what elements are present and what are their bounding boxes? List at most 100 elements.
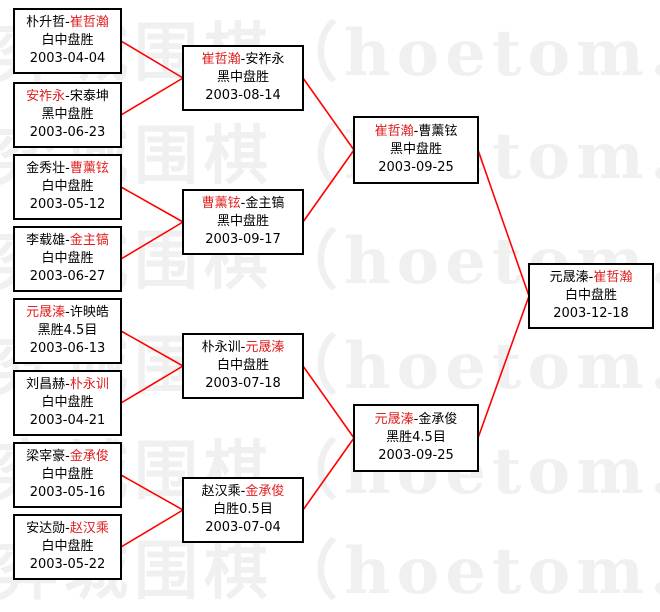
player-1-name[interactable]: 元晟溱 xyxy=(549,270,589,285)
player-1-name[interactable]: 崔哲瀚 xyxy=(374,124,414,139)
player-2-name[interactable]: 金承俊 xyxy=(69,449,109,464)
match-players: 朴永训-元晟溱 xyxy=(202,339,285,357)
player-2-name[interactable]: 赵汉乘 xyxy=(69,521,109,536)
player-1-name[interactable]: 安祚永 xyxy=(26,89,66,104)
vs-separator: - xyxy=(65,15,70,30)
match-result: 黑中盘胜 xyxy=(216,70,269,85)
match-result: 白中盘胜 xyxy=(41,251,94,266)
match-players: 朴升哲-崔哲瀚 xyxy=(26,14,109,32)
match-date: 2003-09-25 xyxy=(378,160,454,175)
player-1-name[interactable]: 朴升哲 xyxy=(26,15,66,30)
match-result: 白中盘胜 xyxy=(41,33,94,48)
player-1-name[interactable]: 曹薰铉 xyxy=(201,196,241,211)
match-result: 白中盘胜 xyxy=(41,395,94,410)
player-1-name[interactable]: 赵汉乘 xyxy=(201,484,241,499)
match-date: 2003-06-23 xyxy=(29,125,106,140)
player-2-name[interactable]: 宋泰坤 xyxy=(69,89,109,104)
bracket-connector xyxy=(120,474,184,511)
player-1-name[interactable]: 朴永训 xyxy=(201,340,241,355)
match-players: 崔哲瀚-安祚永 xyxy=(202,51,285,69)
match-result: 黑胜4.5目 xyxy=(37,323,98,338)
match-box-r1m5: 元晟溱-许映皓黑胜4.5目 2003-06-13 xyxy=(13,298,122,364)
vs-separator: - xyxy=(65,89,70,104)
bracket-connector xyxy=(477,149,530,297)
bracket-connector xyxy=(120,77,184,116)
match-result: 白中盘胜 xyxy=(41,467,94,482)
bracket-connector xyxy=(120,365,184,404)
player-2-name[interactable]: 朴永训 xyxy=(69,377,109,392)
vs-separator: - xyxy=(65,161,70,176)
vs-separator: - xyxy=(240,52,246,67)
player-2-name[interactable]: 金承俊 xyxy=(245,484,285,499)
player-2-name[interactable]: 崔哲瀚 xyxy=(69,15,109,30)
player-1-name[interactable]: 元晟溱 xyxy=(374,412,414,427)
match-result: 黑胜4.5目 xyxy=(386,430,446,445)
match-date: 2003-07-04 xyxy=(205,520,281,535)
player-1-name[interactable]: 梁宰豪 xyxy=(26,449,66,464)
bracket-connector xyxy=(302,77,355,151)
vs-separator: - xyxy=(413,124,419,139)
match-players: 金秀壮-曹薰铉 xyxy=(26,160,109,178)
vs-separator: - xyxy=(65,305,70,320)
match-box-r1m4: 李载雄-金主镐白中盘胜 2003-06-27 xyxy=(13,226,122,292)
match-date: 2003-09-17 xyxy=(205,232,281,247)
match-date: 2003-07-18 xyxy=(205,376,281,391)
bracket-connector xyxy=(302,365,355,439)
match-date: 2003-04-04 xyxy=(29,51,106,66)
player-2-name[interactable]: 金承俊 xyxy=(418,412,458,427)
match-players: 崔哲瀚-曹薰铉 xyxy=(375,123,458,141)
bracket-connector xyxy=(120,330,184,367)
player-2-name[interactable]: 安祚永 xyxy=(245,52,285,67)
match-date: 2003-05-12 xyxy=(29,197,106,212)
match-result: 黑中盘胜 xyxy=(389,142,442,157)
player-1-name[interactable]: 安达勋 xyxy=(26,521,66,536)
match-date: 2003-04-21 xyxy=(29,413,106,428)
player-2-name[interactable]: 崔哲瀚 xyxy=(593,270,633,285)
match-players: 赵汉乘-金承俊 xyxy=(202,483,285,501)
bracket-connector xyxy=(120,509,184,548)
player-2-name[interactable]: 元晟溱 xyxy=(245,340,285,355)
player-2-name[interactable]: 许映皓 xyxy=(69,305,109,320)
match-players: 元晟溱-崔哲瀚 xyxy=(550,269,633,287)
bracket-connector xyxy=(477,295,530,439)
vs-separator: - xyxy=(65,449,70,464)
match-result: 白胜0.5目 xyxy=(213,502,273,517)
match-date: 2003-09-25 xyxy=(378,448,454,463)
match-date: 2003-06-27 xyxy=(29,269,106,284)
match-result: 白中盘胜 xyxy=(41,179,94,194)
match-date: 2003-08-14 xyxy=(205,88,281,103)
bracket-connector xyxy=(302,149,355,223)
match-players: 曹薰铉-金主镐 xyxy=(202,195,285,213)
player-1-name[interactable]: 李载雄 xyxy=(26,233,66,248)
match-date: 2003-05-16 xyxy=(29,485,106,500)
player-2-name[interactable]: 金主镐 xyxy=(69,233,109,248)
match-date: 2003-06-13 xyxy=(29,341,106,356)
player-1-name[interactable]: 崔哲瀚 xyxy=(201,52,241,67)
vs-separator: - xyxy=(240,484,246,499)
match-result: 白中盘胜 xyxy=(41,539,94,554)
match-result: 黑中盘胜 xyxy=(216,214,269,229)
match-date: 2003-12-18 xyxy=(553,306,629,321)
player-1-name[interactable]: 元晟溱 xyxy=(26,305,66,320)
player-2-name[interactable]: 曹薰铉 xyxy=(418,124,458,139)
match-players: 刘昌赫-朴永训 xyxy=(26,376,109,394)
vs-separator: - xyxy=(65,377,70,392)
match-players: 元晟溱-金承俊 xyxy=(375,411,458,429)
player-1-name[interactable]: 刘昌赫 xyxy=(26,377,66,392)
match-players: 李载雄-金主镐 xyxy=(26,232,109,250)
match-players: 安达勋-赵汉乘 xyxy=(26,520,109,538)
vs-separator: - xyxy=(240,196,246,211)
player-2-name[interactable]: 金主镐 xyxy=(245,196,285,211)
player-1-name[interactable]: 金秀壮 xyxy=(26,161,66,176)
player-2-name[interactable]: 曹薰铉 xyxy=(69,161,109,176)
match-players: 梁宰豪-金承俊 xyxy=(26,448,109,466)
